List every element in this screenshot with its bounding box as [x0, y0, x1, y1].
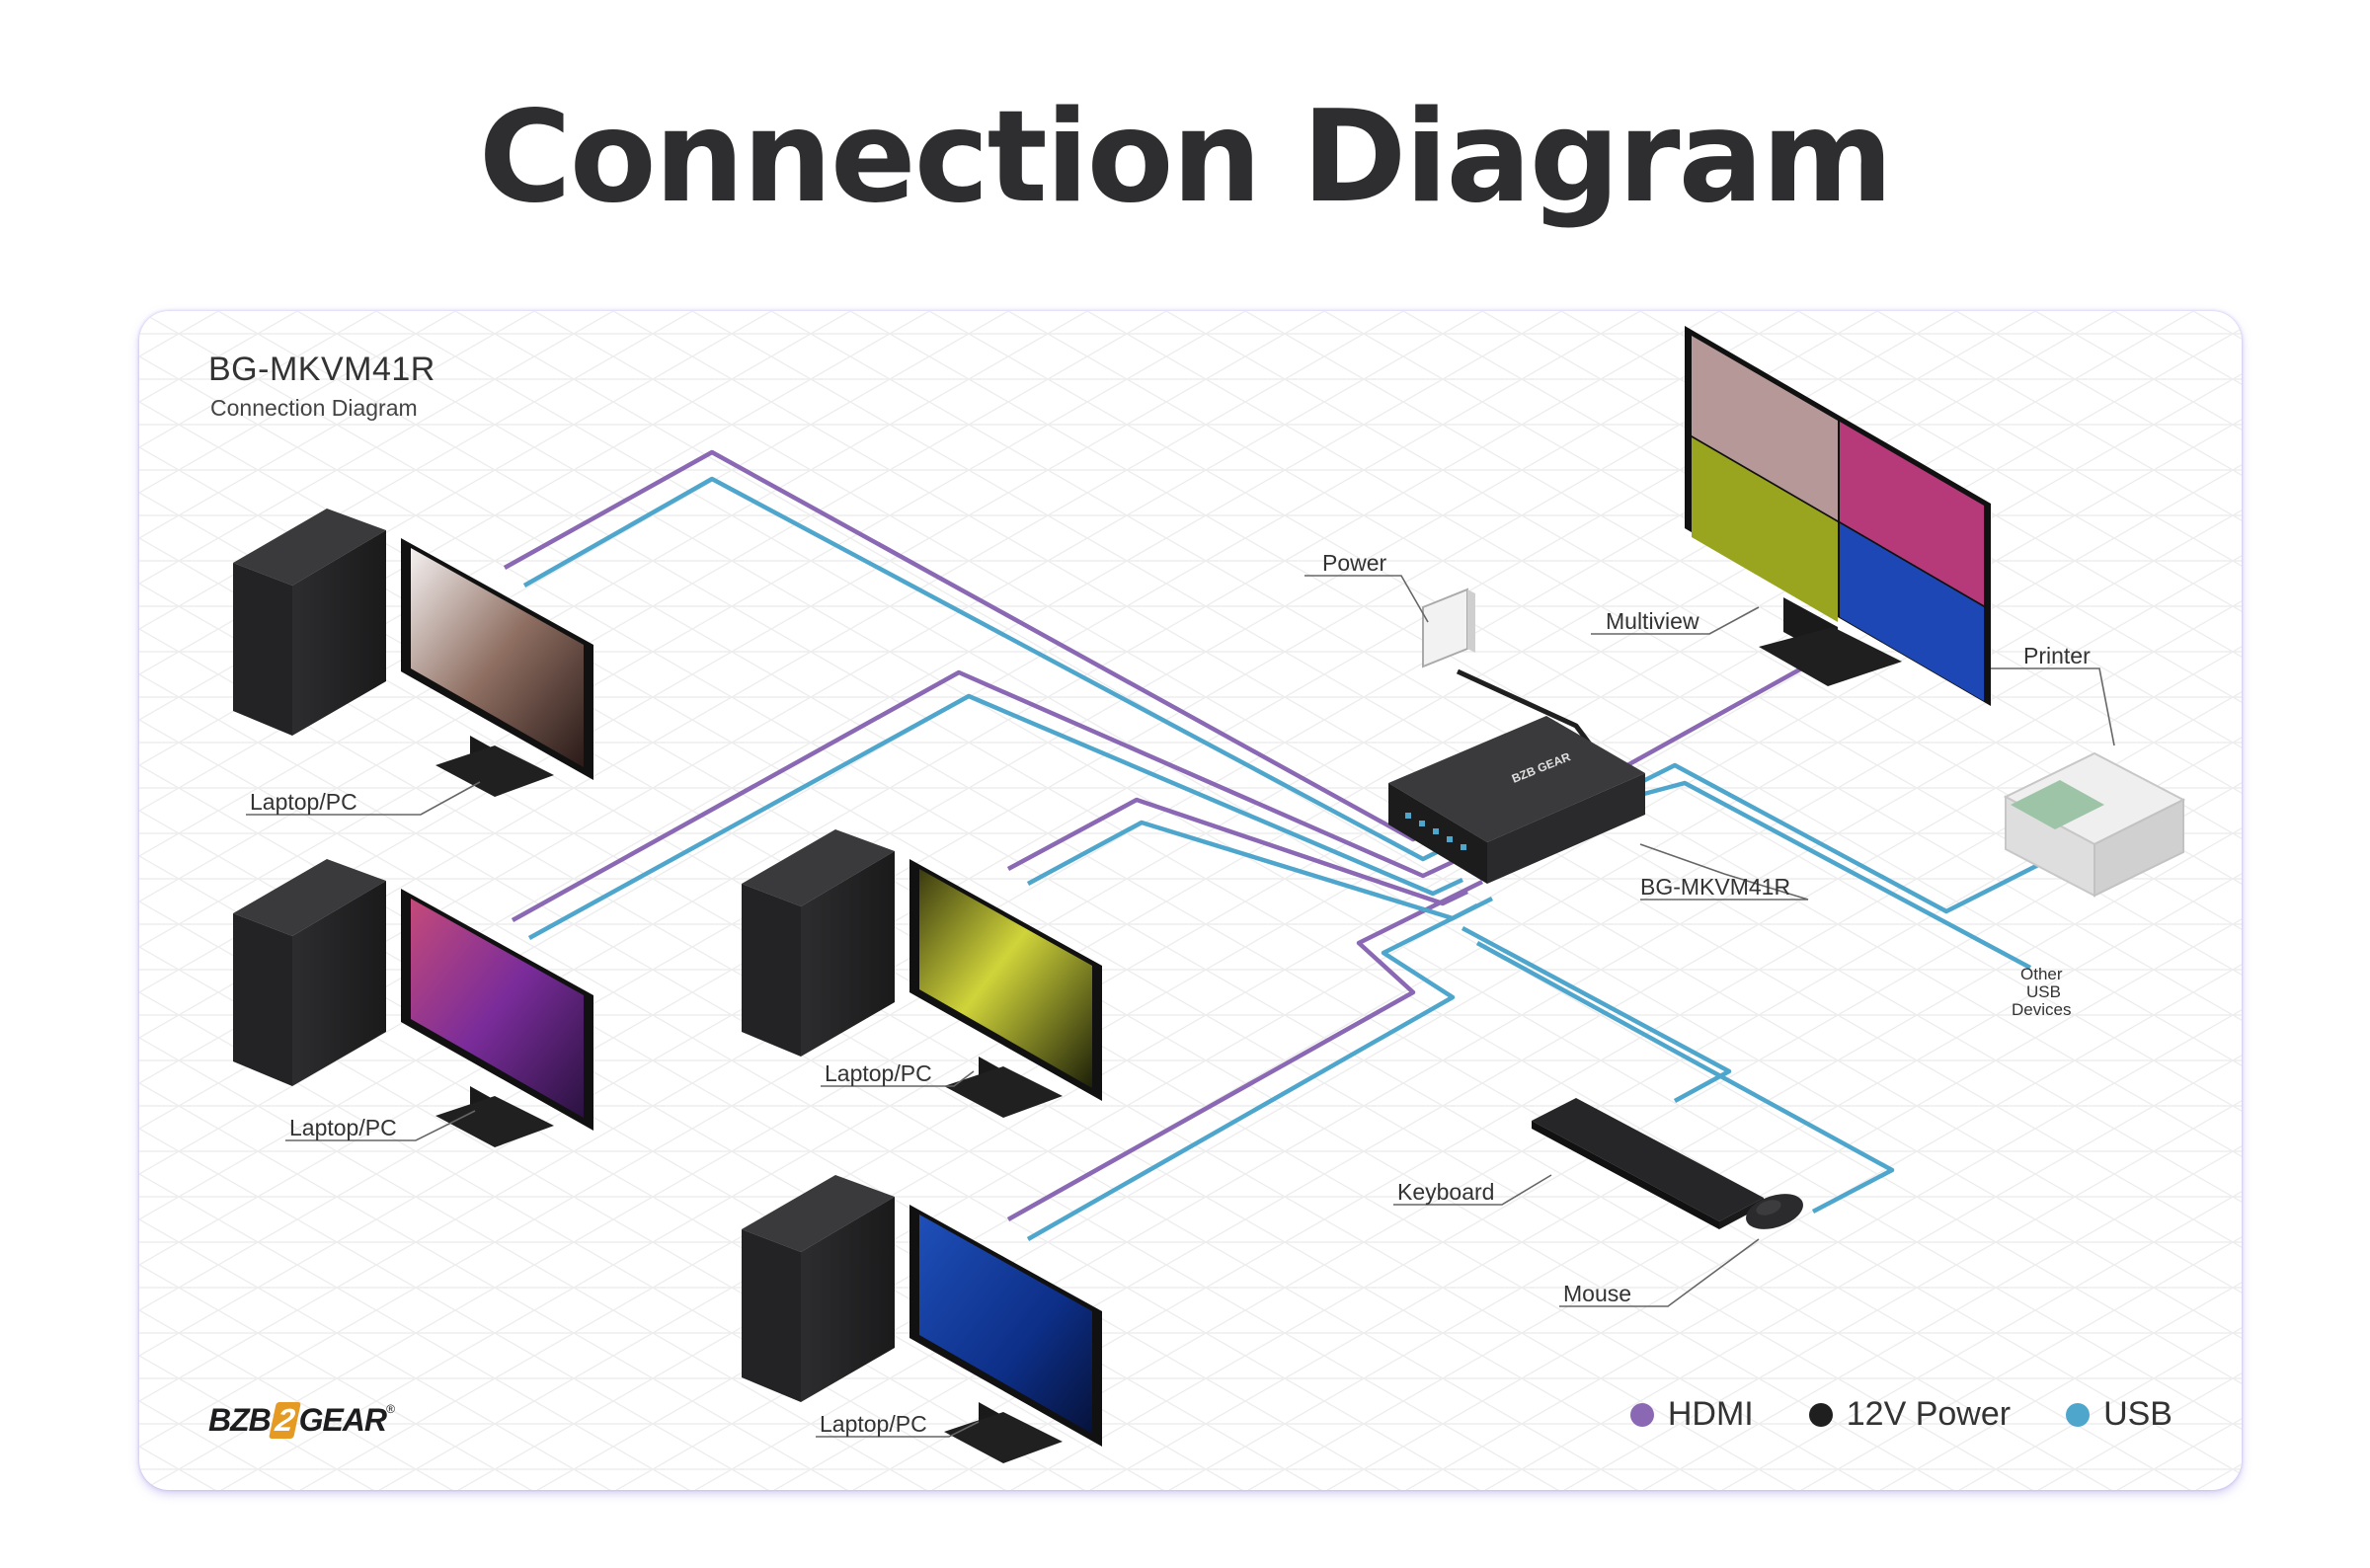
logo-part2: 2 [268, 1402, 301, 1439]
legend-dot-power [1808, 1402, 1833, 1427]
usb-cable-printer [1623, 762, 2042, 914]
laptop-pc-1 [233, 509, 593, 797]
usb-cable-mouse [1475, 941, 1895, 1214]
laptop-pc-4 [742, 1175, 1102, 1463]
laptop-pc-3 [742, 829, 1102, 1118]
multiview-display [1685, 326, 1991, 706]
label-multiview: Multiview [1606, 608, 1699, 634]
hdmi-cable-pc4 [1006, 879, 1483, 1221]
legend-dot-hdmi [1629, 1402, 1654, 1427]
legend-dot-usb [2066, 1402, 2091, 1427]
label-laptop-pc-4: Laptop/PC [820, 1411, 927, 1437]
legend: HDMI 12V Power USB [1629, 1395, 2172, 1434]
label-other-usb-line2: USB [2026, 982, 2061, 1001]
page-title: Connection Diagram [478, 84, 1894, 231]
hdmi-cable-pc2 [511, 669, 1454, 922]
label-other-usb-line3: Devices [2012, 1000, 2071, 1019]
label-leaders [246, 575, 2115, 1438]
label-power: Power [1322, 550, 1387, 576]
connection-diagram: BZB GEAR [139, 311, 2242, 1490]
label-laptop-pc-2: Laptop/PC [289, 1115, 397, 1140]
keyboard [1532, 1098, 1764, 1229]
label-device: BG-MKVM41R [1640, 874, 1790, 900]
label-laptop-pc-1: Laptop/PC [250, 789, 357, 815]
usb-cable-pc4 [1026, 896, 1494, 1241]
mouse [1746, 1194, 1803, 1229]
usb-cable-keyboard [1461, 926, 1732, 1103]
legend-label-usb: USB [2103, 1395, 2172, 1433]
label-other-usb-line1: Other [2020, 965, 2063, 983]
diagram-title: BG-MKVM41R [208, 351, 435, 388]
legend-label-hdmi: HDMI [1667, 1395, 1754, 1433]
logo-part1: BZB [208, 1402, 272, 1438]
diagram-card: BZB GEAR [139, 311, 2242, 1490]
usb-cable-pc2 [527, 693, 1463, 940]
legend-item-power: 12V Power [1808, 1395, 2012, 1434]
laptop-pc-2 [233, 859, 593, 1147]
label-laptop-pc-3: Laptop/PC [825, 1060, 932, 1086]
label-keyboard: Keyboard [1397, 1179, 1494, 1205]
legend-item-hdmi: HDMI [1629, 1395, 1754, 1434]
label-printer: Printer [2023, 643, 2091, 668]
usb-cable-other [1639, 780, 2032, 970]
kvm-switch-device: BZB GEAR [1388, 716, 1645, 884]
logo-part3: GEAR [298, 1402, 387, 1438]
printer [2003, 751, 2186, 898]
legend-label-power: 12V Power [1846, 1395, 2012, 1433]
hdmi-cable-multiview [1599, 655, 1825, 782]
power-outlet [1422, 588, 1475, 668]
diagram-subtitle: Connection Diagram [210, 395, 418, 421]
brand-logo: BZB2GEAR® [208, 1402, 395, 1439]
logo-reg: ® [386, 1402, 395, 1416]
legend-item-usb: USB [2066, 1395, 2172, 1434]
label-mouse: Mouse [1563, 1281, 1631, 1306]
